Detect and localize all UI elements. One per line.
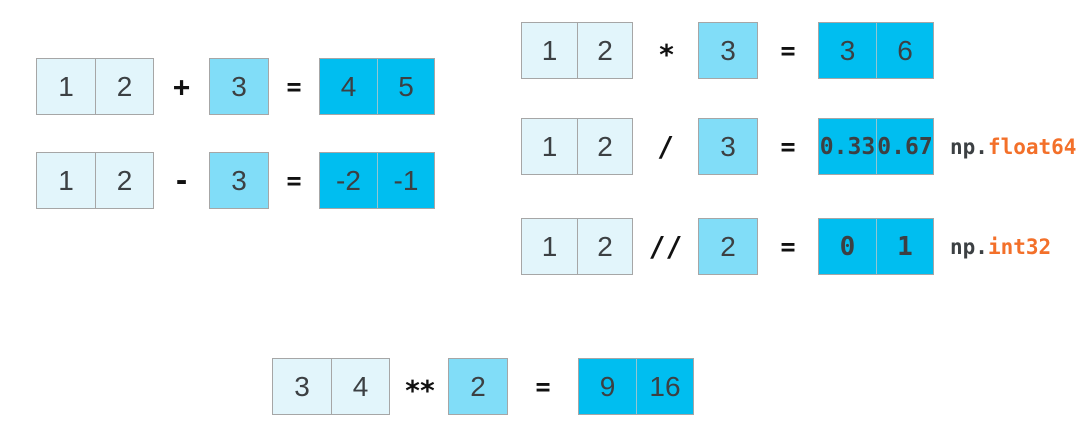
- equation-addition: 1 2 + 3 = 4 5: [36, 58, 435, 115]
- array-cell: 1: [541, 230, 558, 262]
- result-cell: 4: [340, 70, 357, 102]
- result-cell: 0.67: [876, 119, 933, 174]
- result-cell: -1: [377, 153, 434, 208]
- equals-sign: =: [286, 72, 302, 101]
- array-cell: 2: [95, 153, 153, 208]
- equals-sign: =: [535, 372, 551, 401]
- equals-sign: =: [780, 232, 796, 261]
- scalar-operand: 3: [698, 22, 758, 79]
- dtype-prefix: np.: [950, 234, 988, 259]
- result-array: 0.33 0.67: [818, 118, 934, 175]
- power-operator: **: [404, 374, 436, 407]
- result-cell: 0: [839, 231, 856, 262]
- divide-operator: /: [657, 130, 674, 163]
- array-cell: 1: [58, 70, 74, 102]
- dtype-label: np.float64: [950, 135, 1076, 159]
- dtype-prefix: np.: [950, 134, 988, 159]
- equation-subtraction: 1 2 - 3 = -2 -1: [36, 152, 435, 209]
- array-operand: 1 2: [36, 58, 154, 115]
- scalar-operand: 2: [698, 218, 758, 275]
- array-cell: 1: [58, 164, 74, 196]
- multiply-operator: *: [658, 38, 675, 71]
- equation-division: 1 2 / 3 = 0.33 0.67 np.float64: [521, 118, 1076, 175]
- array-cell: 2: [95, 59, 153, 114]
- floor-divide-operator: //: [648, 230, 683, 263]
- result-array: 4 5: [319, 58, 435, 115]
- equals-sign: =: [286, 166, 302, 195]
- dtype-label: np.int32: [950, 235, 1051, 259]
- minus-operator: -: [173, 164, 190, 197]
- scalar-operand: 3: [209, 152, 269, 209]
- result-array: 0 1: [818, 218, 934, 275]
- result-array: 3 6: [818, 22, 934, 79]
- array-cell: 1: [541, 130, 558, 162]
- dtype-name: int32: [987, 234, 1052, 259]
- scalar-operand: 3: [209, 58, 269, 115]
- array-cell: 4: [331, 359, 389, 414]
- equation-floor-division: 1 2 // 2 = 0 1 np.int32: [521, 218, 1051, 275]
- equals-sign: =: [780, 36, 796, 65]
- array-operand: 3 4: [272, 358, 390, 415]
- scalar-cell: 3: [720, 34, 736, 66]
- result-cell: 5: [377, 59, 434, 114]
- equation-multiplication: 1 2 * 3 = 3 6: [521, 22, 934, 79]
- array-operand: 1 2: [521, 22, 633, 79]
- result-array: -2 -1: [319, 152, 435, 209]
- array-operand: 1 2: [521, 218, 633, 275]
- array-cell: 1: [541, 34, 558, 66]
- array-cell: 2: [577, 119, 632, 174]
- scalar-cell: 3: [720, 130, 736, 162]
- result-cell: 1: [876, 219, 933, 274]
- scalar-cell: 2: [720, 230, 736, 262]
- scalar-cell: 3: [231, 164, 247, 196]
- scalar-operand: 3: [698, 118, 758, 175]
- array-cell: 2: [577, 23, 632, 78]
- result-cell: 0.33: [819, 133, 876, 160]
- equals-sign: =: [780, 132, 796, 161]
- array-operand: 1 2: [521, 118, 633, 175]
- scalar-cell: 3: [231, 70, 247, 102]
- result-cell: 16: [636, 359, 693, 414]
- scalar-cell: 2: [470, 370, 486, 402]
- array-cell: 2: [577, 219, 632, 274]
- result-array: 9 16: [578, 358, 694, 415]
- result-cell: -2: [336, 164, 361, 196]
- equation-power: 3 4 ** 2 = 9 16: [272, 358, 694, 415]
- array-operand: 1 2: [36, 152, 154, 209]
- result-cell: 9: [599, 370, 616, 402]
- plus-operator: +: [173, 70, 190, 103]
- array-cell: 3: [294, 370, 310, 402]
- result-cell: 6: [876, 23, 933, 78]
- result-cell: 3: [839, 34, 856, 66]
- scalar-operand: 2: [448, 358, 508, 415]
- dtype-name: float64: [987, 134, 1077, 159]
